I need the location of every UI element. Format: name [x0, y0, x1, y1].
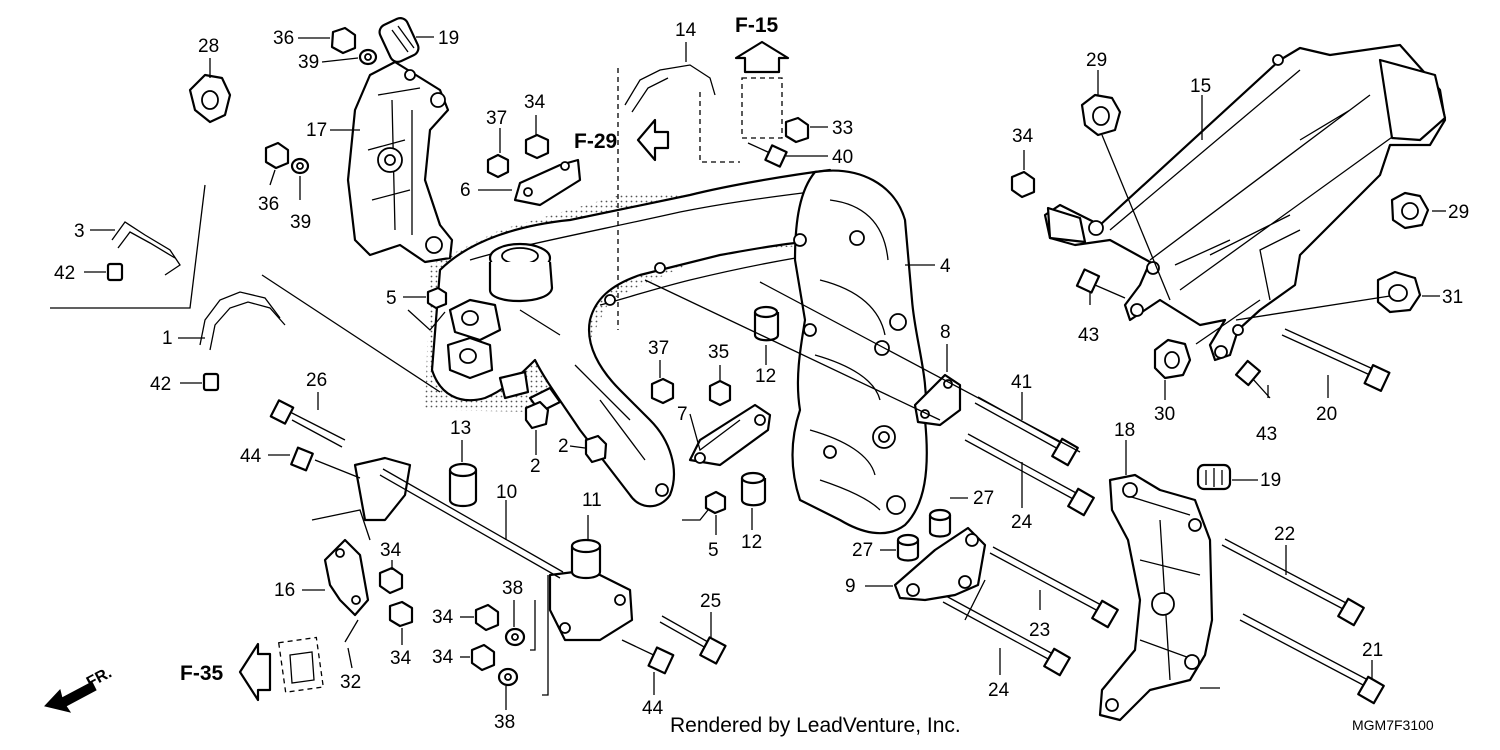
callout-20[interactable]: 20	[1316, 404, 1337, 425]
front-direction-indicator: FR.	[44, 664, 115, 713]
callout-13[interactable]: 13	[450, 418, 471, 439]
callout-2[interactable]: 2	[530, 456, 541, 477]
callout-9[interactable]: 9	[845, 576, 856, 597]
brackets	[111, 64, 987, 693]
callout-22[interactable]: 22	[1274, 524, 1295, 545]
callout-1[interactable]: 1	[162, 328, 173, 349]
callout-36[interactable]: 36	[258, 194, 279, 215]
callout-28[interactable]: 28	[198, 36, 219, 57]
callout-37[interactable]: 37	[648, 338, 669, 359]
callout-17[interactable]: 17	[306, 120, 327, 141]
callout-29[interactable]: 29	[1086, 50, 1107, 71]
callout-19[interactable]: 19	[438, 28, 459, 49]
callout-34[interactable]: 34	[524, 92, 546, 113]
callout-37[interactable]: 37	[486, 108, 507, 129]
reference-f29[interactable]: F-29	[574, 118, 670, 162]
callout-43[interactable]: 43	[1256, 424, 1277, 445]
callout-34[interactable]: 34	[380, 540, 402, 561]
callout-40[interactable]: 40	[832, 147, 853, 168]
callout-24[interactable]: 24	[988, 680, 1010, 701]
callout-5[interactable]: 5	[386, 288, 397, 309]
callout-12[interactable]: 12	[755, 366, 776, 387]
callout-25[interactable]: 25	[700, 591, 721, 612]
callout-44[interactable]: 44	[240, 446, 262, 467]
callout-30[interactable]: 30	[1154, 404, 1175, 425]
callout-16[interactable]: 16	[274, 580, 295, 601]
callout-5[interactable]: 5	[708, 540, 719, 561]
callout-42[interactable]: 42	[150, 374, 171, 395]
callout-19[interactable]: 19	[1260, 470, 1281, 491]
callout-36[interactable]: 36	[273, 28, 294, 49]
callout-34[interactable]: 34	[432, 607, 454, 628]
callout-24[interactable]: 24	[1011, 512, 1033, 533]
callout-29[interactable]: 29	[1448, 202, 1469, 223]
callout-27[interactable]: 27	[973, 488, 994, 509]
nuts-washers-collars	[188, 17, 1430, 687]
callout-26[interactable]: 26	[306, 370, 327, 391]
callout-34[interactable]: 34	[432, 647, 454, 668]
callout-3[interactable]: 3	[74, 221, 85, 242]
callout-10[interactable]: 10	[496, 482, 517, 503]
callout-4[interactable]: 4	[940, 256, 951, 277]
callout-21[interactable]: 21	[1362, 640, 1383, 661]
callout-42[interactable]: 42	[54, 263, 75, 284]
callout-2[interactable]: 2	[558, 436, 569, 457]
svg-text:F-15: F-15	[735, 14, 779, 37]
callout-44[interactable]: 44	[642, 698, 664, 719]
diagram-code: MGM7F3100	[1352, 717, 1434, 733]
callout-11[interactable]: 11	[582, 490, 602, 511]
reference-f35[interactable]: F-35	[180, 642, 272, 702]
callout-43[interactable]: 43	[1078, 325, 1099, 346]
callout-18[interactable]: 18	[1114, 420, 1135, 441]
callout-12[interactable]: 12	[741, 532, 762, 553]
callout-35[interactable]: 35	[708, 342, 729, 363]
front-direction-arrow-icon	[44, 681, 97, 713]
callout-41[interactable]: 41	[1011, 372, 1032, 393]
callout-8[interactable]: 8	[940, 322, 951, 343]
bolts	[106, 142, 1391, 705]
callout-39[interactable]: 39	[290, 212, 311, 233]
leader-lines	[50, 36, 1446, 710]
callout-32[interactable]: 32	[340, 672, 361, 693]
callout-38[interactable]: 38	[502, 578, 523, 599]
callout-15[interactable]: 15	[1190, 76, 1211, 97]
callout-7[interactable]: 7	[677, 404, 688, 425]
left-engine-hanger	[346, 60, 454, 264]
main-frame	[425, 168, 928, 535]
reference-f15[interactable]: F-15	[734, 14, 790, 74]
callout-34[interactable]: 34	[390, 648, 412, 669]
callout-34[interactable]: 34	[1012, 126, 1034, 147]
callout-33[interactable]: 33	[832, 118, 853, 139]
callout-23[interactable]: 23	[1029, 620, 1050, 641]
rear-sub-frame	[1043, 43, 1447, 362]
callout-39[interactable]: 39	[298, 52, 319, 73]
right-engine-hanger	[1098, 473, 1214, 722]
callout-27[interactable]: 27	[852, 540, 873, 561]
callout-31[interactable]: 31	[1442, 287, 1463, 308]
footer-credit: Rendered by LeadVenture, Inc.	[670, 714, 961, 737]
svg-text:F-29: F-29	[574, 130, 617, 153]
callout-labels: 28 36 39 19 17 36 39 3 42 1 42 14 37 34 …	[54, 20, 1469, 733]
svg-text:F-35: F-35	[180, 662, 224, 685]
callout-14[interactable]: 14	[675, 20, 697, 41]
callout-6[interactable]: 6	[460, 180, 471, 201]
callout-38[interactable]: 38	[494, 712, 515, 733]
